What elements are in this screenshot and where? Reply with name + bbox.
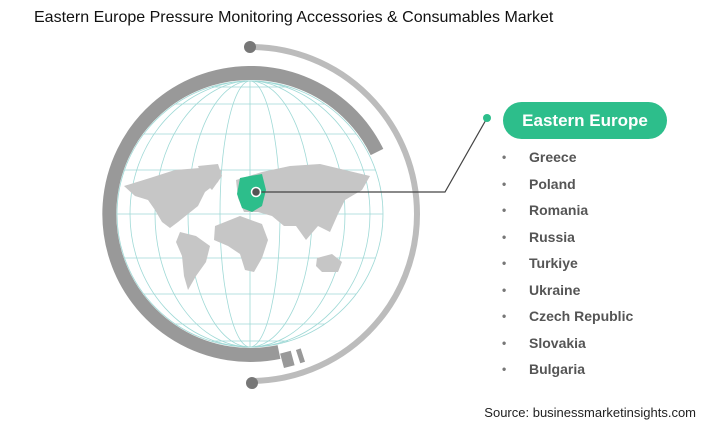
location-marker xyxy=(250,186,262,198)
ring-end-dot xyxy=(246,377,258,389)
eurasia xyxy=(236,164,370,240)
bullet-icon: • xyxy=(502,282,507,297)
connector-end-dot xyxy=(483,114,491,122)
country-name: Bulgaria xyxy=(529,361,586,378)
globe-grid xyxy=(116,80,384,348)
south-america xyxy=(176,232,210,290)
north-america xyxy=(124,168,222,228)
australia xyxy=(316,254,342,272)
list-item: • Russia xyxy=(502,224,633,251)
country-name: Ukraine xyxy=(529,281,581,298)
country-name: Romania xyxy=(529,202,589,219)
list-item: • Greece xyxy=(502,144,633,171)
bullet-icon: • xyxy=(502,335,507,350)
country-name: Turkiye xyxy=(529,255,578,272)
bullet-icon: • xyxy=(502,309,507,324)
ring-segment xyxy=(295,348,306,364)
list-item: • Romania xyxy=(502,197,633,224)
connector-line xyxy=(256,117,488,193)
region-badge: Eastern Europe xyxy=(503,102,667,139)
bullet-icon: • xyxy=(502,176,507,191)
bullet-icon: • xyxy=(502,150,507,165)
country-name: Russia xyxy=(529,228,575,245)
country-name: Slovakia xyxy=(529,334,586,351)
list-item: • Czech Republic xyxy=(502,303,633,330)
list-item: • Turkiye xyxy=(502,250,633,277)
country-list: • Greece • Poland • Romania • Russia • Turkiy… xyxy=(502,144,633,383)
source-note: Source: businessmarketinsights.com xyxy=(484,405,696,420)
ring-end-dot xyxy=(244,41,256,53)
list-item: • Bulgaria xyxy=(502,356,633,383)
thin-ring-arc xyxy=(249,44,420,384)
bullet-icon: • xyxy=(502,203,507,218)
list-item: • Slovakia xyxy=(502,330,633,357)
chart-title: Eastern Europe Pressure Monitoring Acces… xyxy=(34,9,554,26)
bullet-icon: • xyxy=(502,229,507,244)
ring-segment xyxy=(280,350,295,369)
africa xyxy=(214,216,268,272)
bullet-icon: • xyxy=(502,362,507,377)
continents xyxy=(124,164,370,290)
outer-ring-arc xyxy=(102,65,384,362)
bullet-icon: • xyxy=(502,256,507,271)
country-name: Greece xyxy=(529,149,577,166)
greenland xyxy=(198,164,222,190)
list-item: • Ukraine xyxy=(502,277,633,304)
country-name: Poland xyxy=(529,175,576,192)
country-name: Czech Republic xyxy=(529,308,634,325)
list-item: • Poland xyxy=(502,171,633,198)
